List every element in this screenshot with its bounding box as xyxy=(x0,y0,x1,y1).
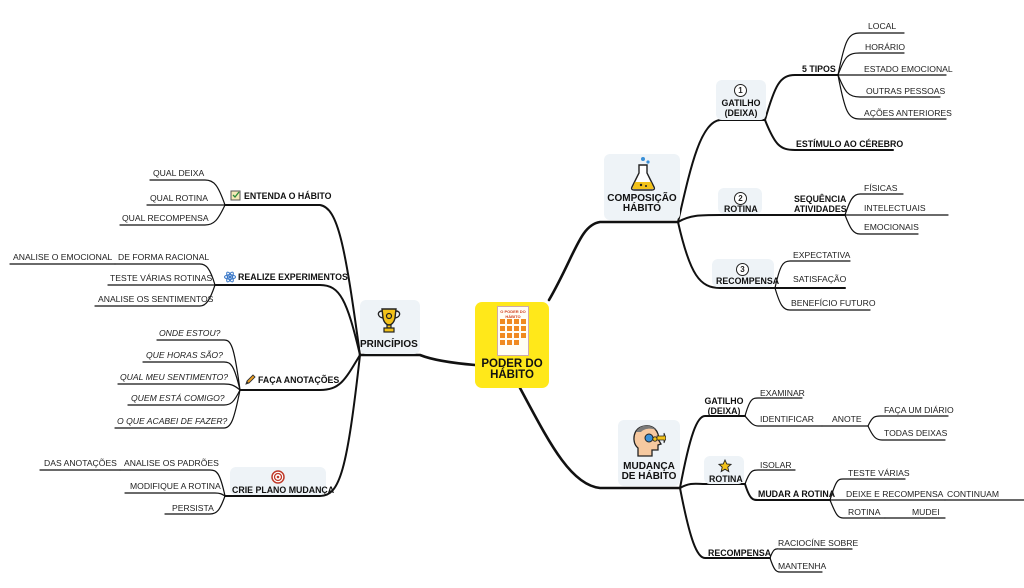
plano-analise-padroes[interactable]: ANALISE OS PADRÕES xyxy=(124,458,219,468)
mudanca-teste-varias[interactable]: TESTE VÁRIAS xyxy=(848,468,910,478)
mudanca-gatilho-label[interactable]: GATILHO (DEIXA) xyxy=(704,396,744,416)
number-badge-3: 3 xyxy=(736,263,749,276)
plano-modifique-rotina[interactable]: MODIFIQUE A ROTINA xyxy=(130,481,221,491)
pencil-icon xyxy=(245,374,256,385)
atom-icon xyxy=(224,271,236,283)
book-cover-title: O PODER DO HÁBITO xyxy=(500,309,526,319)
estimulo-cerebro-label[interactable]: ESTÍMULO AO CÉREBRO xyxy=(796,139,904,149)
realize-experimentos-label[interactable]: REALIZE EXPERIMENTOS xyxy=(238,272,348,282)
star-icon xyxy=(718,459,732,473)
mind-map-links xyxy=(9,32,1024,573)
mudanca-deixe-recompensa[interactable]: DEIXE E RECOMPENSA xyxy=(846,489,944,499)
root-title: PODER DO HÁBITO xyxy=(475,358,549,381)
mudanca-mudei[interactable]: MUDEI xyxy=(912,507,940,517)
mudar-rotina-label[interactable]: MUDAR A ROTINA xyxy=(758,489,836,499)
mudanca-gatilho-line2: (DEIXA) xyxy=(707,406,741,416)
entenda-item-qual-rotina[interactable]: QUAL ROTINA xyxy=(150,193,208,203)
principios-label[interactable]: PRINCÍPIOS xyxy=(360,339,418,350)
composicao-label-line1: COMPOSIÇÃO xyxy=(607,193,677,204)
entenda-item-qual-recompensa[interactable]: QUAL RECOMPENSA xyxy=(122,213,209,223)
mudanca-label-line2: DE HÁBITO xyxy=(621,471,677,482)
atividade-fisicas[interactable]: FÍSICAS xyxy=(864,183,898,193)
tipo-outras-pessoas[interactable]: OUTRAS PESSOAS xyxy=(866,86,946,96)
sequencia-line2: ATIVIDADES xyxy=(794,204,847,214)
head-gears-icon xyxy=(633,425,666,457)
tipo-local[interactable]: LOCAL xyxy=(868,21,897,31)
experimentos-racional[interactable]: DE FORMA RACIONAL xyxy=(118,252,210,262)
number-badge-1: 1 xyxy=(734,84,747,97)
cinco-tipos-label[interactable]: 5 TIPOS xyxy=(802,64,836,74)
faca-anotacoes-label[interactable]: FAÇA ANOTAÇÕES xyxy=(258,375,340,385)
crie-plano-mudanca-label[interactable]: CRIE PLANO MUDANÇA xyxy=(232,485,335,495)
gatilho-deixa-label[interactable]: GATILHO (DEIXA) xyxy=(716,98,766,118)
mudanca-mantenha[interactable]: MANTENHA xyxy=(778,561,827,571)
mudanca-gatilho-line1: GATILHO xyxy=(704,396,744,406)
anotacoes-quem-esta[interactable]: QUEM ESTÁ COMIGO? xyxy=(131,393,225,403)
plano-das-anotacoes[interactable]: DAS ANOTAÇÕES xyxy=(44,458,117,468)
root-title-line2: HÁBITO xyxy=(490,369,534,381)
tipo-estado-emocional[interactable]: ESTADO EMOCIONAL xyxy=(864,64,953,74)
experimentos-teste-rotinas[interactable]: TESTE VÁRIAS ROTINAS xyxy=(110,273,213,283)
entenda-habito-label[interactable]: ENTENDA O HÁBITO xyxy=(244,191,332,201)
mudanca-rotina-label[interactable]: ROTINA xyxy=(709,474,743,484)
anotacoes-sentimento[interactable]: QUAL MEU SENTIMENTO? xyxy=(120,372,229,382)
anotacoes-o-que-acabei[interactable]: O QUE ACABEI DE FAZER? xyxy=(117,416,228,426)
gatilho-label-line1: GATILHO xyxy=(721,98,761,108)
sequencia-atividades-label[interactable]: SEQUÊNCIA ATIVIDADES xyxy=(794,194,847,214)
tipo-horario[interactable]: HORÁRIO xyxy=(865,42,906,52)
mudanca-habito-label[interactable]: MUDANÇA DE HÁBITO xyxy=(612,462,686,482)
mudanca-rotina-item[interactable]: ROTINA xyxy=(848,507,881,517)
experimentos-sentimentos[interactable]: ANALISE OS SENTIMENTOS xyxy=(98,294,214,304)
rotina-label[interactable]: ROTINA xyxy=(724,204,758,214)
mudanca-raciocine[interactable]: RACIOCÍNE SOBRE xyxy=(778,538,859,548)
mudanca-continuam[interactable]: CONTINUAM xyxy=(947,489,1000,499)
gatilho-label-line2: (DEIXA) xyxy=(724,108,758,118)
entenda-item-qual-deixa[interactable]: QUAL DEIXA xyxy=(153,168,205,178)
recompensa-satisfacao[interactable]: SATISFAÇÃO xyxy=(793,274,847,284)
flask-icon xyxy=(630,157,656,191)
recompensa-expectativa[interactable]: EXPECTATIVA xyxy=(793,250,851,260)
anotacoes-que-horas[interactable]: QUE HORAS SÃO? xyxy=(146,350,223,360)
anotacoes-onde-estou[interactable]: ONDE ESTOU? xyxy=(159,328,221,338)
root-title-line1: PODER DO xyxy=(481,358,543,370)
tipo-acoes-anteriores[interactable]: AÇÕES ANTERIORES xyxy=(864,108,952,118)
sequencia-line1: SEQUÊNCIA xyxy=(794,194,847,204)
atividade-intelectuais[interactable]: INTELECTUAIS xyxy=(864,203,926,213)
mudanca-label-line1: MUDANÇA xyxy=(623,461,675,472)
checklist-icon xyxy=(230,190,241,201)
number-badge-2: 2 xyxy=(734,192,747,205)
mudanca-examinar[interactable]: EXAMINAR xyxy=(760,388,805,398)
mudanca-identificar[interactable]: IDENTIFICAR xyxy=(760,414,814,424)
recompensa-label[interactable]: RECOMPENSA xyxy=(716,276,780,286)
recompensa-beneficio-futuro[interactable]: BENEFÍCIO FUTURO xyxy=(791,298,876,308)
trophy-icon xyxy=(377,308,401,333)
plano-persista[interactable]: PERSISTA xyxy=(172,503,214,513)
composicao-habito-label[interactable]: COMPOSIÇÃO HÁBITO xyxy=(604,194,680,214)
root-node-poder-do-habito[interactable]: O PODER DO HÁBITO PODER DO HÁBITO xyxy=(475,302,549,388)
mudanca-diario[interactable]: FAÇA UM DIÁRIO xyxy=(884,405,954,415)
mudanca-todas-deixas[interactable]: TODAS DEIXAS xyxy=(884,428,948,438)
target-icon xyxy=(271,470,285,484)
mudanca-anote[interactable]: ANOTE xyxy=(832,414,862,424)
book-grid-graphic xyxy=(500,319,526,345)
experimentos-emocional[interactable]: ANALISE O EMOCIONAL xyxy=(13,252,113,262)
book-cover-icon: O PODER DO HÁBITO xyxy=(497,306,529,356)
mudanca-recompensa-label[interactable]: RECOMPENSA xyxy=(708,548,772,558)
composicao-label-line2: HÁBITO xyxy=(622,203,662,214)
mudanca-isolar[interactable]: ISOLAR xyxy=(760,460,792,470)
atividade-emocionais[interactable]: EMOCIONAIS xyxy=(864,222,919,232)
